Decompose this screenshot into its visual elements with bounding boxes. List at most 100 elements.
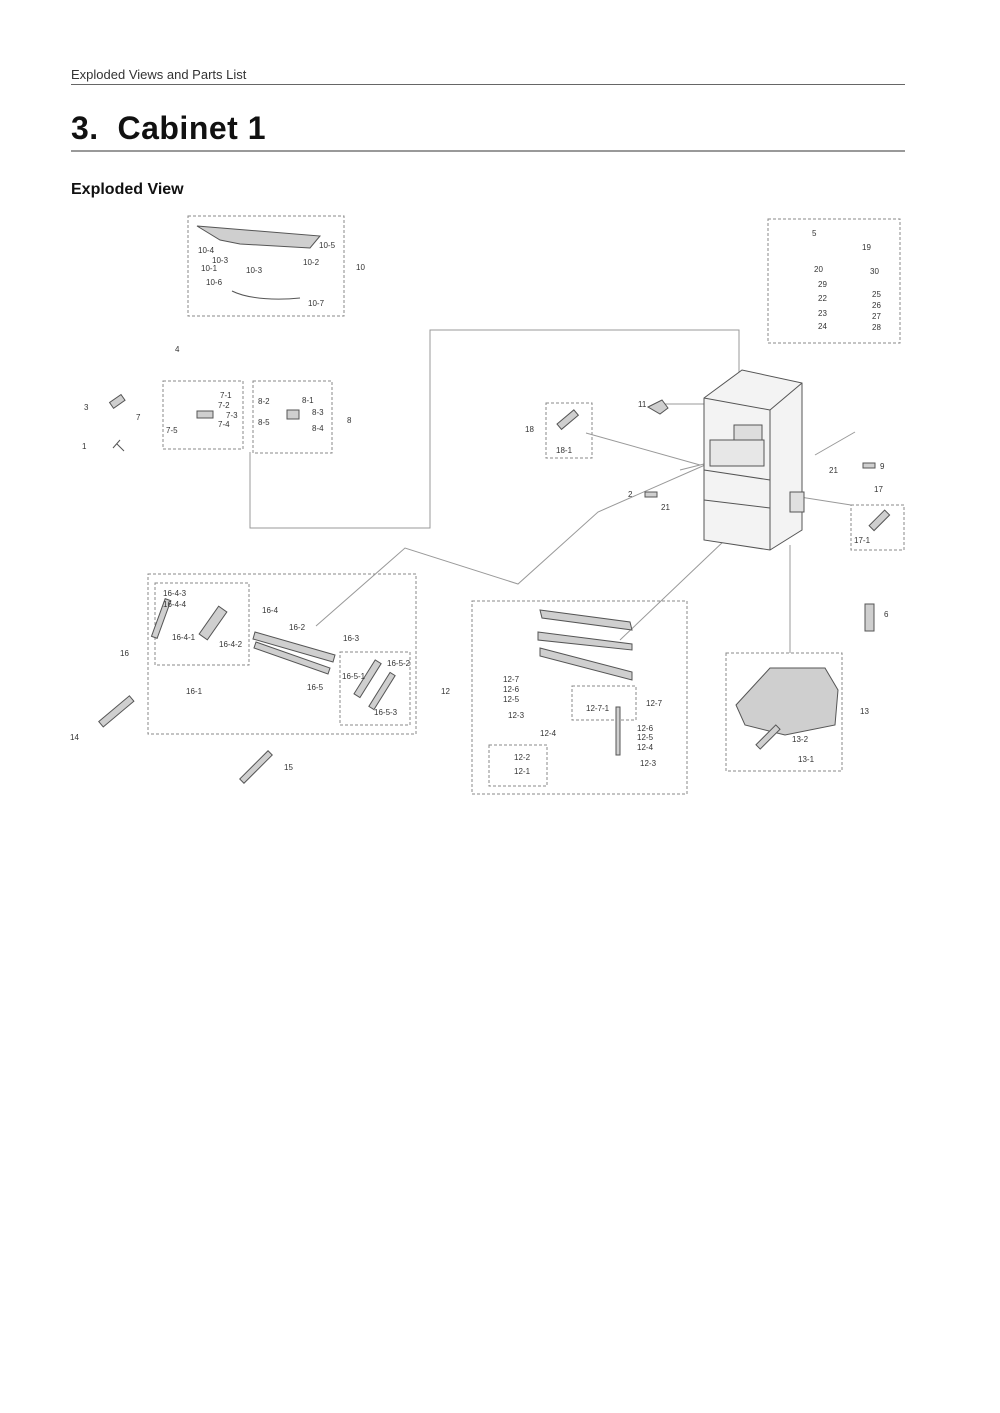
- callout-label: 6: [884, 610, 889, 619]
- callout-label: 8: [347, 416, 352, 425]
- callout-label: 12-5: [503, 695, 520, 704]
- callout-label: 10-3: [246, 266, 263, 275]
- group-box-16-5: [339, 651, 411, 726]
- callout-label: 7-3: [226, 411, 238, 420]
- callout-label: 16-5-2: [387, 659, 411, 668]
- callout-label: 5: [812, 229, 817, 238]
- group-boxes: [147, 215, 905, 795]
- callout-label: 10: [356, 263, 365, 272]
- part-16-4-2: [198, 605, 228, 641]
- callout-label: 8-4: [312, 424, 324, 433]
- callout-label: 13-1: [798, 755, 815, 764]
- group-box-8: [252, 380, 333, 454]
- callout-label: 16: [120, 649, 129, 658]
- callout-label: 12-3: [508, 711, 525, 720]
- callout-label: 16-4-1: [172, 633, 196, 642]
- callout-label: 29: [818, 280, 827, 289]
- part-shapes: [98, 225, 891, 784]
- chapter-title: Cabinet 1: [117, 110, 266, 146]
- part-16-5-1: [353, 659, 382, 699]
- callout-label: 16-4-3: [163, 589, 187, 598]
- callout-label: 26: [872, 301, 881, 310]
- callout-label: 12-2: [514, 753, 531, 762]
- part-11: [646, 399, 669, 415]
- part-12-frame-low: [539, 647, 633, 681]
- callout-label: 30: [870, 267, 879, 276]
- part-6: [864, 603, 875, 632]
- callout-label: 25: [872, 290, 881, 299]
- callout-label: 9: [880, 462, 885, 471]
- callout-label: 28: [872, 323, 881, 332]
- part-2: [644, 491, 658, 498]
- group-box-12-1: [488, 744, 548, 787]
- callout-label: 12-7-1: [586, 704, 610, 713]
- group-box-screws: [767, 218, 901, 344]
- callout-label: 12-1: [514, 767, 531, 776]
- callout-label: 16-1: [186, 687, 203, 696]
- callout-label: 27: [872, 312, 881, 321]
- chapter-rule: [71, 150, 905, 152]
- callout-label: 2: [628, 490, 633, 499]
- callout-label: 18-1: [556, 446, 573, 455]
- callout-label: 12-5: [637, 733, 654, 742]
- part-13-2: [755, 724, 781, 750]
- part-12-rod: [615, 706, 621, 756]
- callout-label: 16-5-3: [374, 708, 398, 717]
- callout-label: 12-6: [503, 685, 520, 694]
- callout-label: 17: [874, 485, 883, 494]
- callout-label: 7: [136, 413, 141, 422]
- part-16-4-4: [150, 598, 172, 639]
- callout-label: 12-7: [646, 699, 663, 708]
- callout-label: 23: [818, 309, 827, 318]
- part-14: [98, 695, 135, 728]
- part-3: [108, 393, 126, 409]
- wire-harness-part: [231, 290, 301, 300]
- callout-label: 1: [82, 442, 87, 451]
- connector-lines: [249, 329, 856, 653]
- part-7-3: [196, 410, 214, 419]
- callout-label: 3: [84, 403, 89, 412]
- part-18-1: [556, 409, 580, 431]
- part-16-2: [252, 631, 336, 663]
- cabinet-refrigerator: [703, 369, 805, 551]
- callout-label: 21: [829, 466, 838, 475]
- callout-label: 18: [525, 425, 534, 434]
- callout-label: 12-3: [640, 759, 657, 768]
- section-title: Exploded View: [71, 181, 184, 198]
- callout-label: 16-2: [289, 623, 306, 632]
- group-box-17: [850, 504, 905, 551]
- callout-label: 16-5: [307, 683, 324, 692]
- callout-label: 10-3: [212, 256, 229, 265]
- callout-label: 10-1: [201, 264, 218, 273]
- part-16-5-3: [368, 671, 396, 711]
- callout-label: 10-4: [198, 246, 215, 255]
- running-header: Exploded Views and Parts List: [71, 67, 247, 82]
- callout-label: 13: [860, 707, 869, 716]
- group-box-18: [545, 402, 593, 459]
- part-1: [112, 439, 125, 452]
- callout-label: 7-5: [166, 426, 178, 435]
- callout-label: 7-4: [218, 420, 230, 429]
- callout-label: 17-1: [854, 536, 871, 545]
- callout-label: 16-3: [343, 634, 360, 643]
- group-box-12-7: [571, 685, 637, 721]
- part-13-tray: [735, 667, 839, 736]
- part-12-frame-top: [539, 609, 633, 631]
- callout-label: 16-4-4: [163, 600, 187, 609]
- chapter-heading: 3. Cabinet 1: [71, 110, 266, 147]
- callout-label: 12-7: [503, 675, 520, 684]
- callout-label: 8-3: [312, 408, 324, 417]
- callout-label: 8-2: [258, 397, 270, 406]
- part-12-frame-mid: [537, 631, 633, 651]
- callout-label: 7-2: [218, 401, 230, 410]
- callout-label: 16-4: [262, 606, 279, 615]
- header-rule: [71, 84, 905, 85]
- callout-label: 12: [441, 687, 450, 696]
- callout-label: 10-7: [308, 299, 325, 308]
- callout-label: 15: [284, 763, 293, 772]
- group-box-12: [471, 600, 688, 795]
- callout-label: 12-4: [540, 729, 557, 738]
- group-box-16: [147, 573, 417, 735]
- part-9: [862, 462, 876, 469]
